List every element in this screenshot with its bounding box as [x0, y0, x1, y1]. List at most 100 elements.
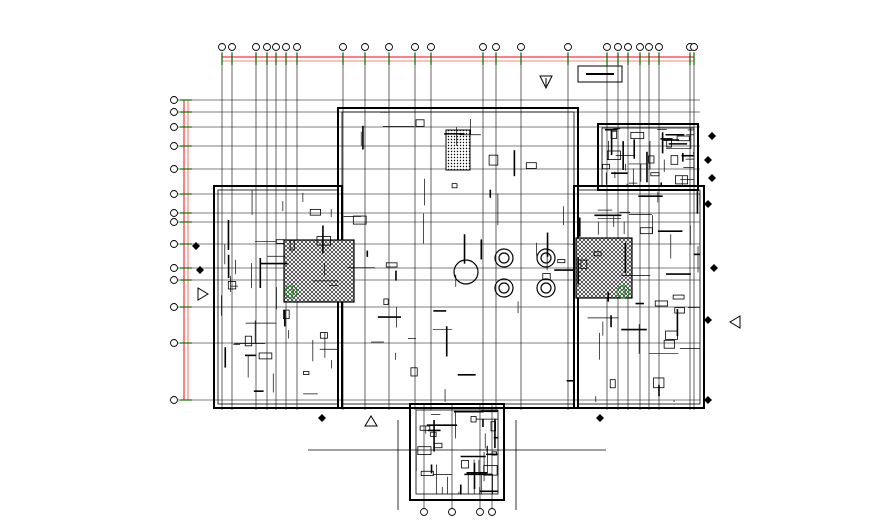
- column-grid-bubble-icon: [603, 43, 611, 51]
- column-grid-bubble-icon: [636, 43, 644, 51]
- level-marker-icon: [192, 242, 200, 250]
- furniture-block: [488, 154, 499, 166]
- furniture-block: [675, 175, 688, 185]
- furniture-block: [383, 298, 389, 306]
- furniture-block: [417, 446, 432, 455]
- level-marker-icon: [196, 266, 204, 274]
- column-grid-bubble-icon: [624, 43, 632, 51]
- furniture-block: [303, 371, 310, 375]
- furniture-block: [430, 431, 437, 437]
- column-grid-bubble-icon: [293, 43, 301, 51]
- row-grid-bubble-icon: [170, 209, 178, 217]
- column-grid-bubble-icon: [339, 43, 347, 51]
- row-grid-bubble-icon: [170, 264, 178, 272]
- level-marker-icon: [704, 200, 712, 208]
- column-grid-bubble-icon: [411, 43, 419, 51]
- column-grid-bubble-icon: [385, 43, 393, 51]
- level-marker-icon: [596, 414, 604, 422]
- furniture-block: [650, 172, 660, 177]
- furniture-block: [525, 162, 537, 169]
- row-grid-bubble-icon: [170, 303, 178, 311]
- column-grid-bubble-icon: [645, 43, 653, 51]
- furniture-block: [610, 130, 618, 139]
- entry-path: [308, 420, 606, 510]
- furniture-block: [419, 425, 431, 431]
- column-grid-bubble-icon: [420, 508, 428, 516]
- row-grid-bubble-icon: [170, 165, 178, 173]
- horizontal-grid-lines: [176, 99, 700, 401]
- furniture-block: [410, 367, 418, 377]
- row-grid-bubble-icon: [170, 240, 178, 248]
- section-marker-icon: [197, 287, 741, 427]
- furniture-block: [593, 251, 602, 257]
- furniture-block: [648, 155, 655, 164]
- column-grid-bubble-icon: [655, 43, 663, 51]
- level-marker-icon: [708, 174, 716, 182]
- row-grid-bubble-icon: [170, 339, 178, 347]
- furniture-block: [674, 307, 685, 314]
- furniture-block: [557, 259, 566, 264]
- dotted-stair-core: [445, 129, 471, 171]
- column-grid-bubble-icon: [492, 43, 500, 51]
- top-dimension-line: [221, 53, 695, 65]
- column-grid-bubble-icon: [263, 43, 271, 51]
- furniture-block: [639, 227, 653, 235]
- furniture-block: [283, 309, 290, 320]
- north-arrow-icon: [539, 75, 553, 90]
- row-grid-bubble-icon: [170, 218, 178, 226]
- furniture-block: [289, 239, 295, 251]
- level-marker-icon: [704, 316, 712, 324]
- level-marker-icon: [708, 132, 716, 140]
- row-grid-bubble-icon: [170, 276, 178, 284]
- row-grid-bubble-icon: [170, 396, 178, 404]
- column-grid-bubble-icon: [564, 43, 572, 51]
- column-grid-bubble-icon: [361, 43, 369, 51]
- column-grid-bubble-icon: [476, 508, 484, 516]
- column-grid-bubble-icon: [427, 43, 435, 51]
- level-marker-icon: [704, 156, 712, 164]
- column-grid-bubble-icon: [218, 43, 226, 51]
- furniture-block: [490, 421, 496, 432]
- column-grid-bubble-icon: [479, 43, 487, 51]
- column-grid-bubble-icon: [690, 43, 698, 51]
- furniture-block: [491, 451, 497, 456]
- furniture-block: [461, 460, 469, 469]
- furniture-block: [670, 155, 679, 165]
- furniture-block: [275, 239, 285, 244]
- furniture-block: [316, 236, 332, 246]
- furniture-block: [606, 150, 621, 160]
- furniture-block: [676, 135, 690, 142]
- row-grid-bubble-icon: [170, 96, 178, 104]
- left-dimension-line: [180, 99, 192, 401]
- furniture-block: [227, 281, 237, 290]
- furniture-block: [483, 465, 498, 476]
- column-grid-bubble-icon: [228, 43, 236, 51]
- interior-walls: [221, 111, 701, 494]
- level-marker-icon: [318, 414, 326, 422]
- column-grid-bubble-icon: [517, 43, 525, 51]
- row-grid-bubble-icon: [170, 108, 178, 116]
- furniture-block: [258, 352, 273, 360]
- column-grid-bubble-icon: [614, 43, 622, 51]
- furniture-block: [244, 335, 253, 347]
- furniture-block: [319, 332, 328, 339]
- column-grid-bubble-icon: [252, 43, 260, 51]
- plant-symbols: [284, 285, 630, 299]
- furniture-block: [352, 215, 367, 225]
- furniture-block: [580, 259, 588, 269]
- column-grid-bubble-icon: [448, 508, 456, 516]
- furniture-block: [433, 442, 443, 449]
- furniture-block: [609, 379, 616, 389]
- round-tables: [453, 248, 556, 298]
- row-grid-bubble-icon: [170, 190, 178, 198]
- column-grid-bubble-icon: [282, 43, 290, 51]
- furniture-block: [309, 208, 321, 216]
- furniture-block: [385, 262, 398, 268]
- row-grid-bubble-icon: [170, 123, 178, 131]
- furniture-block: [672, 294, 685, 300]
- furniture-block: [666, 138, 673, 148]
- furniture-block: [420, 470, 434, 477]
- row-grid-bubble-icon: [170, 142, 178, 150]
- furniture-block: [451, 183, 458, 189]
